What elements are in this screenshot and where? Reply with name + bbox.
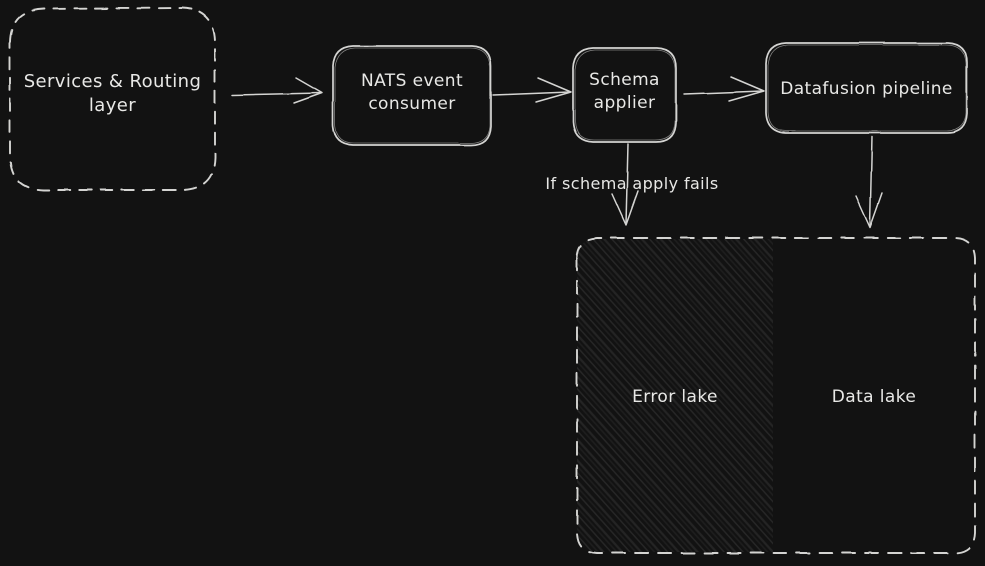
error-lake-region[interactable] [577,238,773,553]
edge-schema-to-datafusion [683,76,765,102]
edge-nats-to-schema [492,77,572,103]
edge-services-to-nats [231,77,323,104]
datafusion-pipeline-node[interactable] [766,43,967,133]
services-routing-layer-node[interactable] [10,8,215,190]
edge-label-if-schema-apply-fails: If schema apply fails [545,174,719,193]
schema-applier-node[interactable] [573,48,676,142]
nats-event-consumer-node[interactable] [333,46,491,145]
data-lake-region[interactable] [773,238,975,553]
nats-event-consumer-shape [332,45,492,146]
schema-applier-shape [572,47,677,143]
edge-schema-to-error-lake [611,143,639,226]
error-lake-hachure-fill [577,239,773,552]
edge-datafusion-to-data-lake [855,136,883,228]
lake-container-shape [576,237,976,554]
datafusion-pipeline-shape [765,42,968,134]
services-routing-layer-shape [9,7,216,191]
